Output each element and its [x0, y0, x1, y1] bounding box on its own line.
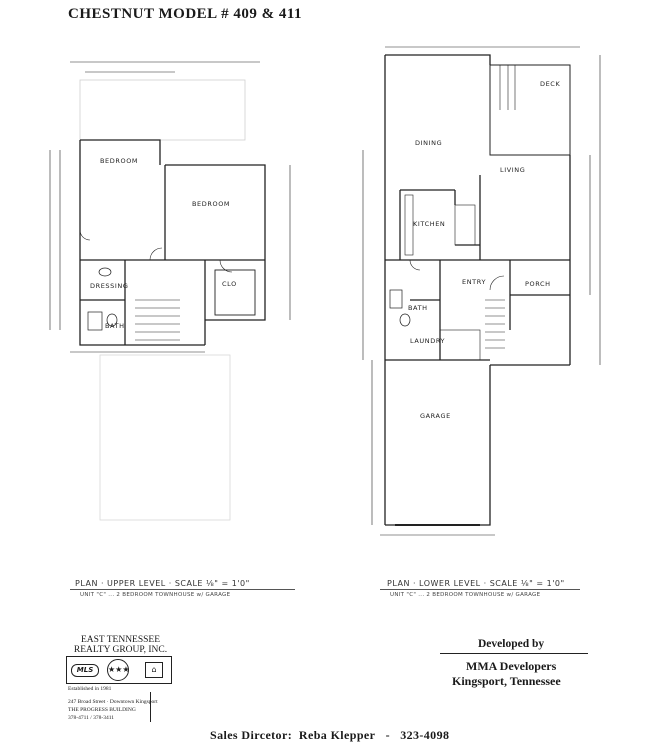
realty-established: Established in 1981: [68, 686, 112, 692]
tri-star-icon: ★★★: [107, 659, 130, 681]
realty-divider: [150, 692, 151, 722]
lower-caption-rule: [380, 589, 580, 590]
mls-badge: MLS: [71, 664, 99, 677]
upper-dressing-label: DRESSING: [90, 282, 129, 290]
realty-phones: 378-4711 / 378-3411: [68, 715, 115, 721]
document-title: CHESTNUT MODEL # 409 & 411: [68, 6, 303, 22]
developer-name: MMA Developers: [466, 659, 557, 673]
realty-name-line2: REALTY GROUP, INC.: [73, 645, 168, 655]
lower-level-plan: [362, 46, 601, 536]
lower-dining-label: DINING: [415, 139, 442, 147]
lower-garage-label: GARAGE: [420, 412, 451, 420]
upper-plan-subcaption: UNIT "C" ... 2 BEDROOM TOWNHOUSE w/ GARA…: [80, 592, 231, 598]
upper-bedroom2-label: BEDROOM: [192, 200, 230, 208]
sales-label: Sales Dircetor:: [210, 728, 293, 742]
realty-logo-box: MLS ★★★ ⌂: [66, 656, 172, 684]
realty-building: THE PROGRESS BUILDING: [68, 707, 136, 713]
realty-name-line1: EAST TENNESSEE: [80, 635, 161, 645]
lower-entry-label: ENTRY: [462, 278, 486, 286]
lower-bath-label: BATH: [408, 304, 428, 312]
upper-caption-rule: [70, 589, 295, 590]
lower-living-label: LIVING: [500, 166, 525, 174]
lower-deck-label: DECK: [540, 80, 560, 88]
sales-name: Reba Klepper: [298, 728, 376, 742]
equal-housing-icon: ⌂: [145, 662, 163, 678]
lower-porch-label: PORCH: [525, 280, 551, 288]
sales-line: Sales Dircetor: Reba Klepper - 323-4098: [210, 728, 449, 743]
realty-address: 247 Broad Street · Downtown Kingsport: [68, 699, 158, 705]
upper-bedroom1-label: BEDROOM: [100, 157, 138, 165]
sales-phone: 323-4098: [400, 728, 450, 742]
lower-plan-subcaption: UNIT "C" ... 2 BEDROOM TOWNHOUSE w/ GARA…: [390, 592, 541, 598]
lower-plan-caption: PLAN · LOWER LEVEL · SCALE ⅛" = 1'0": [387, 579, 565, 588]
upper-closet-label: CLO: [222, 280, 237, 288]
developer-location: Kingsport, Tennessee: [452, 674, 561, 688]
developer-rule: [440, 653, 588, 654]
developer-heading: Developed by: [478, 638, 545, 650]
upper-bath-label: BATH: [105, 322, 125, 330]
upper-plan-caption: PLAN · UPPER LEVEL · SCALE ⅛" = 1'0": [75, 579, 250, 588]
lower-laundry-label: LAUNDRY: [410, 337, 445, 345]
upper-level-plan: [49, 61, 291, 521]
lower-kitchen-label: KITCHEN: [413, 220, 445, 228]
sales-dash: -: [385, 728, 390, 742]
realty-name: EAST TENNESSEE REALTY GROUP, INC.: [68, 635, 173, 655]
